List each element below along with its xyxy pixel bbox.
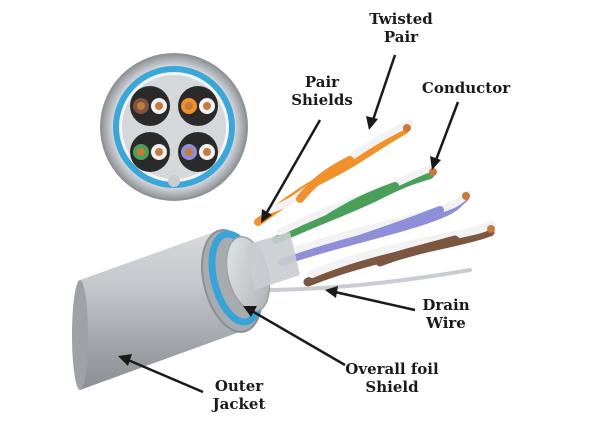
cross-section-blue-pair <box>178 132 218 172</box>
label-conductor: Conductor <box>416 79 516 97</box>
label-overall-foil-shield-line1: Overall foil <box>345 360 439 378</box>
label-overall-foil-shield: Overall foil Shield <box>336 360 448 396</box>
label-twisted-pair: Twisted Pair <box>360 10 442 46</box>
label-drain-wire-line1: Drain <box>422 296 470 314</box>
label-outer-jacket: Outer Jacket <box>204 377 274 413</box>
label-outer-jacket-line2: Jacket <box>212 395 266 413</box>
drain-wire-strand <box>260 268 472 292</box>
green-twisted-pair <box>272 164 437 244</box>
brown-conductor-tip <box>487 225 495 233</box>
label-drain-wire-line2: Wire <box>426 314 466 332</box>
label-outer-jacket-line1: Outer <box>214 377 264 395</box>
blue-twisted-pair <box>278 190 472 266</box>
cross-section-orange-pair <box>178 86 218 126</box>
label-conductor-line1: Conductor <box>421 79 511 97</box>
label-pair-shields: Pair Shields <box>282 73 362 109</box>
pointer-arrow-icon <box>118 54 460 394</box>
cross-section-brown-pair <box>130 86 170 126</box>
outer-jacket-body <box>72 228 300 390</box>
orange-twisted-pair <box>254 119 414 226</box>
label-overall-foil-shield-line2: Shield <box>365 378 419 396</box>
label-pair-shields-line2: Shields <box>291 91 353 109</box>
twisted-pairs <box>254 119 496 292</box>
blue-conductor-tip <box>462 192 470 200</box>
label-twisted-pair-line2: Pair <box>383 28 419 46</box>
label-pair-shields-line1: Pair <box>304 73 340 91</box>
label-twisted-pair-line1: Twisted <box>369 10 433 28</box>
brown-twisted-pair <box>303 221 496 287</box>
cross-section-drain-wire <box>168 175 180 187</box>
orange-conductor-tip <box>403 124 411 132</box>
cable-cross-section-icon <box>100 53 248 201</box>
label-drain-wire: Drain Wire <box>414 296 478 332</box>
green-conductor-tip <box>429 168 437 176</box>
cross-section-green-pair <box>130 132 170 172</box>
